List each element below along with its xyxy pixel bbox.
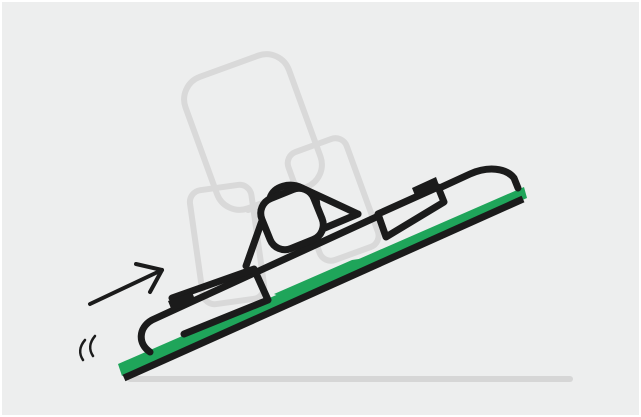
vibration-marks-icon [80, 336, 95, 360]
motion-arrow-icon [90, 264, 162, 304]
